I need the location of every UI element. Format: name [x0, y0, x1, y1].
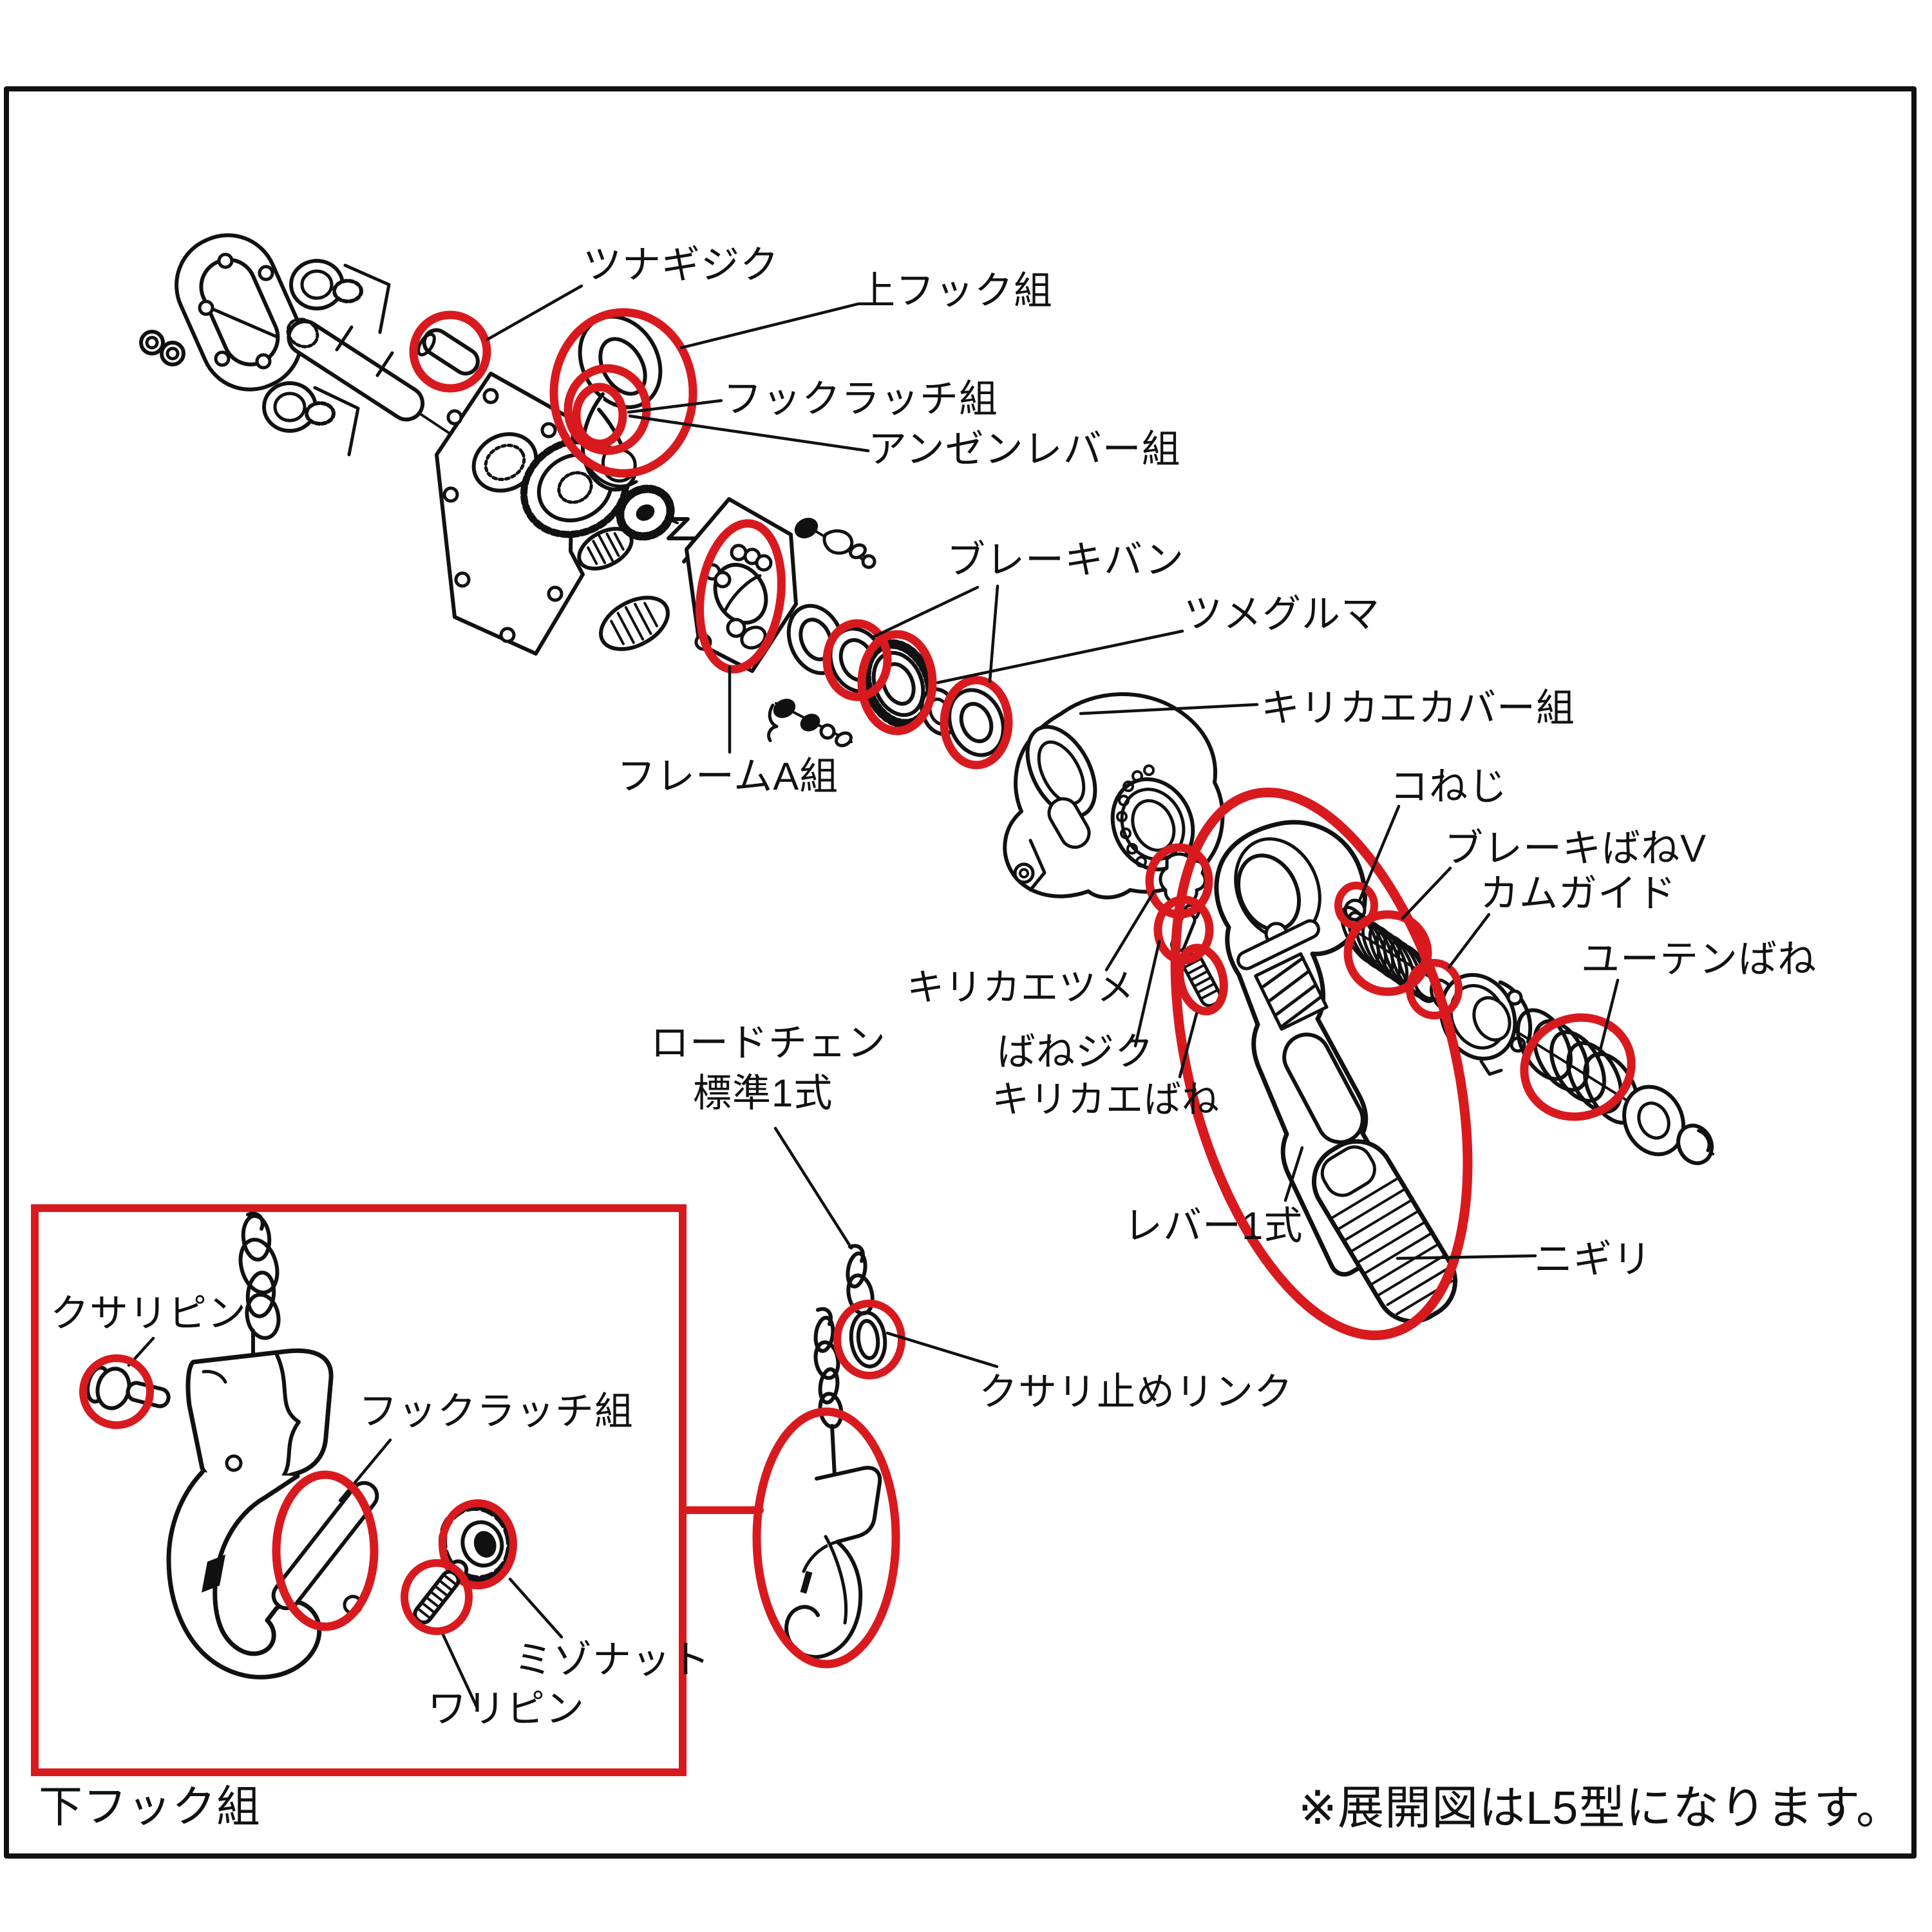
leader-tsunagi-jiku — [486, 284, 583, 341]
label-kusari-tome-link: クサリ止めリンク — [979, 1370, 1293, 1414]
label-yuten-bane: ユーテンばね — [1581, 938, 1817, 981]
leader-kirikae-cover — [1079, 703, 1259, 715]
label-frame-a-kumi: フレームA組 — [617, 755, 839, 798]
highlight-mizo-nut — [439, 1499, 517, 1589]
label-nigiri: ニギリ — [1534, 1238, 1652, 1281]
leader-ue-hook — [679, 302, 860, 350]
label-hook-latch-lower: フックラッチ組 — [359, 1390, 634, 1433]
leader-kirikae-bane — [1178, 1012, 1198, 1079]
box-lower-hook — [166, 1348, 334, 1680]
leader-brake-ban-1 — [870, 585, 980, 639]
leader-anzen-lever — [628, 414, 870, 453]
leader-kirikae-tsume — [1104, 889, 1156, 972]
label-bane-jiku: ばねジク — [997, 1030, 1154, 1074]
highlight-hook-latch-lower — [272, 1470, 379, 1631]
highlight-brake-spring-v — [1343, 910, 1432, 996]
highlight-tsunagi-jiku — [409, 310, 491, 393]
label-mizo-nut: ミゾナット — [514, 1638, 710, 1681]
highlight-switch-spring — [1175, 943, 1228, 1016]
diagram-border — [4, 86, 1917, 1859]
brake-lining-2 — [947, 688, 1005, 757]
label-cam-guide: カムガイド — [1480, 872, 1676, 915]
end-cap — [1676, 1123, 1714, 1166]
red-highlights — [409, 308, 1636, 1669]
leader-load-chain — [773, 1126, 853, 1250]
box-chain — [238, 1211, 281, 1359]
brake-spring-v — [1340, 905, 1437, 1003]
leader-tsume-guruma — [936, 629, 1184, 685]
small-lower-hook — [784, 1466, 882, 1659]
small-hardware-upper — [794, 518, 876, 569]
label-wari-pin: ワリピン — [428, 1687, 585, 1730]
label-ko-neji: コねじ — [1390, 765, 1508, 808]
highlight-brake-lining-1 — [822, 619, 892, 701]
small-hardware-lower — [767, 699, 853, 748]
highlight-friction-spring — [1520, 1013, 1636, 1121]
cap-bolts — [262, 259, 391, 457]
pinion-gear — [616, 484, 675, 541]
label-load-chain-line2: 標準1式 — [693, 1072, 833, 1115]
leader-wari-pin — [440, 1630, 478, 1709]
highlight-kusari-pin — [79, 1354, 154, 1429]
highlight-brake-lining-2 — [940, 676, 1013, 770]
leader-mizo-nut — [508, 1577, 564, 1639]
label-kirikae-cover-kumi: キリカエカバー組 — [1261, 687, 1575, 730]
leader-hook-latch-upper — [627, 399, 723, 414]
connecting-shaft — [286, 317, 425, 422]
label-tsunagi-jiku: ツナギジク — [583, 243, 779, 287]
load-chain — [813, 1244, 887, 1478]
label-kirikae-bane: キリカエばね — [992, 1079, 1220, 1121]
leader-ko-neji — [1358, 804, 1401, 901]
highlight-chain-stop-link — [833, 1300, 905, 1379]
highlight-lever — [1170, 788, 1473, 1340]
label-lever-isshiki: レバー1式 — [1124, 1204, 1303, 1247]
label-hook-latch-upper: フックラッチ組 — [723, 377, 998, 421]
box-caption-shita-hook-kumi: 下フック組 — [39, 1783, 261, 1832]
kusari-pin-part — [86, 1365, 171, 1410]
highlight-wari-pin — [401, 1559, 473, 1635]
highlight-lower-hook-assembly — [752, 1407, 900, 1669]
leader-friction-spring — [1596, 978, 1620, 1059]
leader-chain-stop-link — [886, 1331, 999, 1368]
leader-brake-spring-v — [1401, 866, 1452, 920]
label-ue-hook-kumi: 上フック組 — [857, 269, 1053, 312]
highlight-anzen-lever — [572, 383, 627, 448]
label-kirikae-tsume: キリカエツメ — [907, 967, 1135, 1009]
tsunagi-jiku-pin — [417, 328, 480, 376]
splined-cone — [577, 527, 634, 571]
label-brake-ban: ブレーキバン — [947, 538, 1184, 582]
highlight-cam-guide — [1406, 959, 1463, 1019]
lever-grip — [1311, 1139, 1458, 1324]
leader-cam-guide — [1447, 913, 1491, 969]
ribbed-sleeve — [599, 596, 670, 651]
highlight-ratchet-gear — [857, 630, 937, 735]
leader-lever — [1283, 1146, 1304, 1202]
leader-hook-latch-lower — [338, 1438, 392, 1502]
label-brake-bane-v: ブレーキばねV — [1444, 827, 1707, 870]
leader-nigiri — [1396, 1254, 1537, 1260]
leader-brake-ban-2 — [988, 584, 999, 683]
highlight-upper-hook — [549, 308, 697, 478]
small-rings — [139, 330, 185, 366]
footnote-model-note: ※展開図はL5型になります。 — [1298, 1783, 1903, 1834]
end-washer — [1622, 1084, 1685, 1157]
suspension-plate — [175, 233, 303, 392]
lower-hook-detail-box — [31, 1204, 687, 1776]
label-load-chain-line1: ロードチェン — [650, 1021, 886, 1065]
label-tsume-guruma: ツメグルマ — [1184, 592, 1380, 636]
label-anzen-lever-kumi: アンゼンレバー組 — [868, 428, 1181, 471]
label-kusari-pin: クサリピン — [50, 1292, 247, 1335]
leader-bane-jiku — [1133, 940, 1161, 1048]
